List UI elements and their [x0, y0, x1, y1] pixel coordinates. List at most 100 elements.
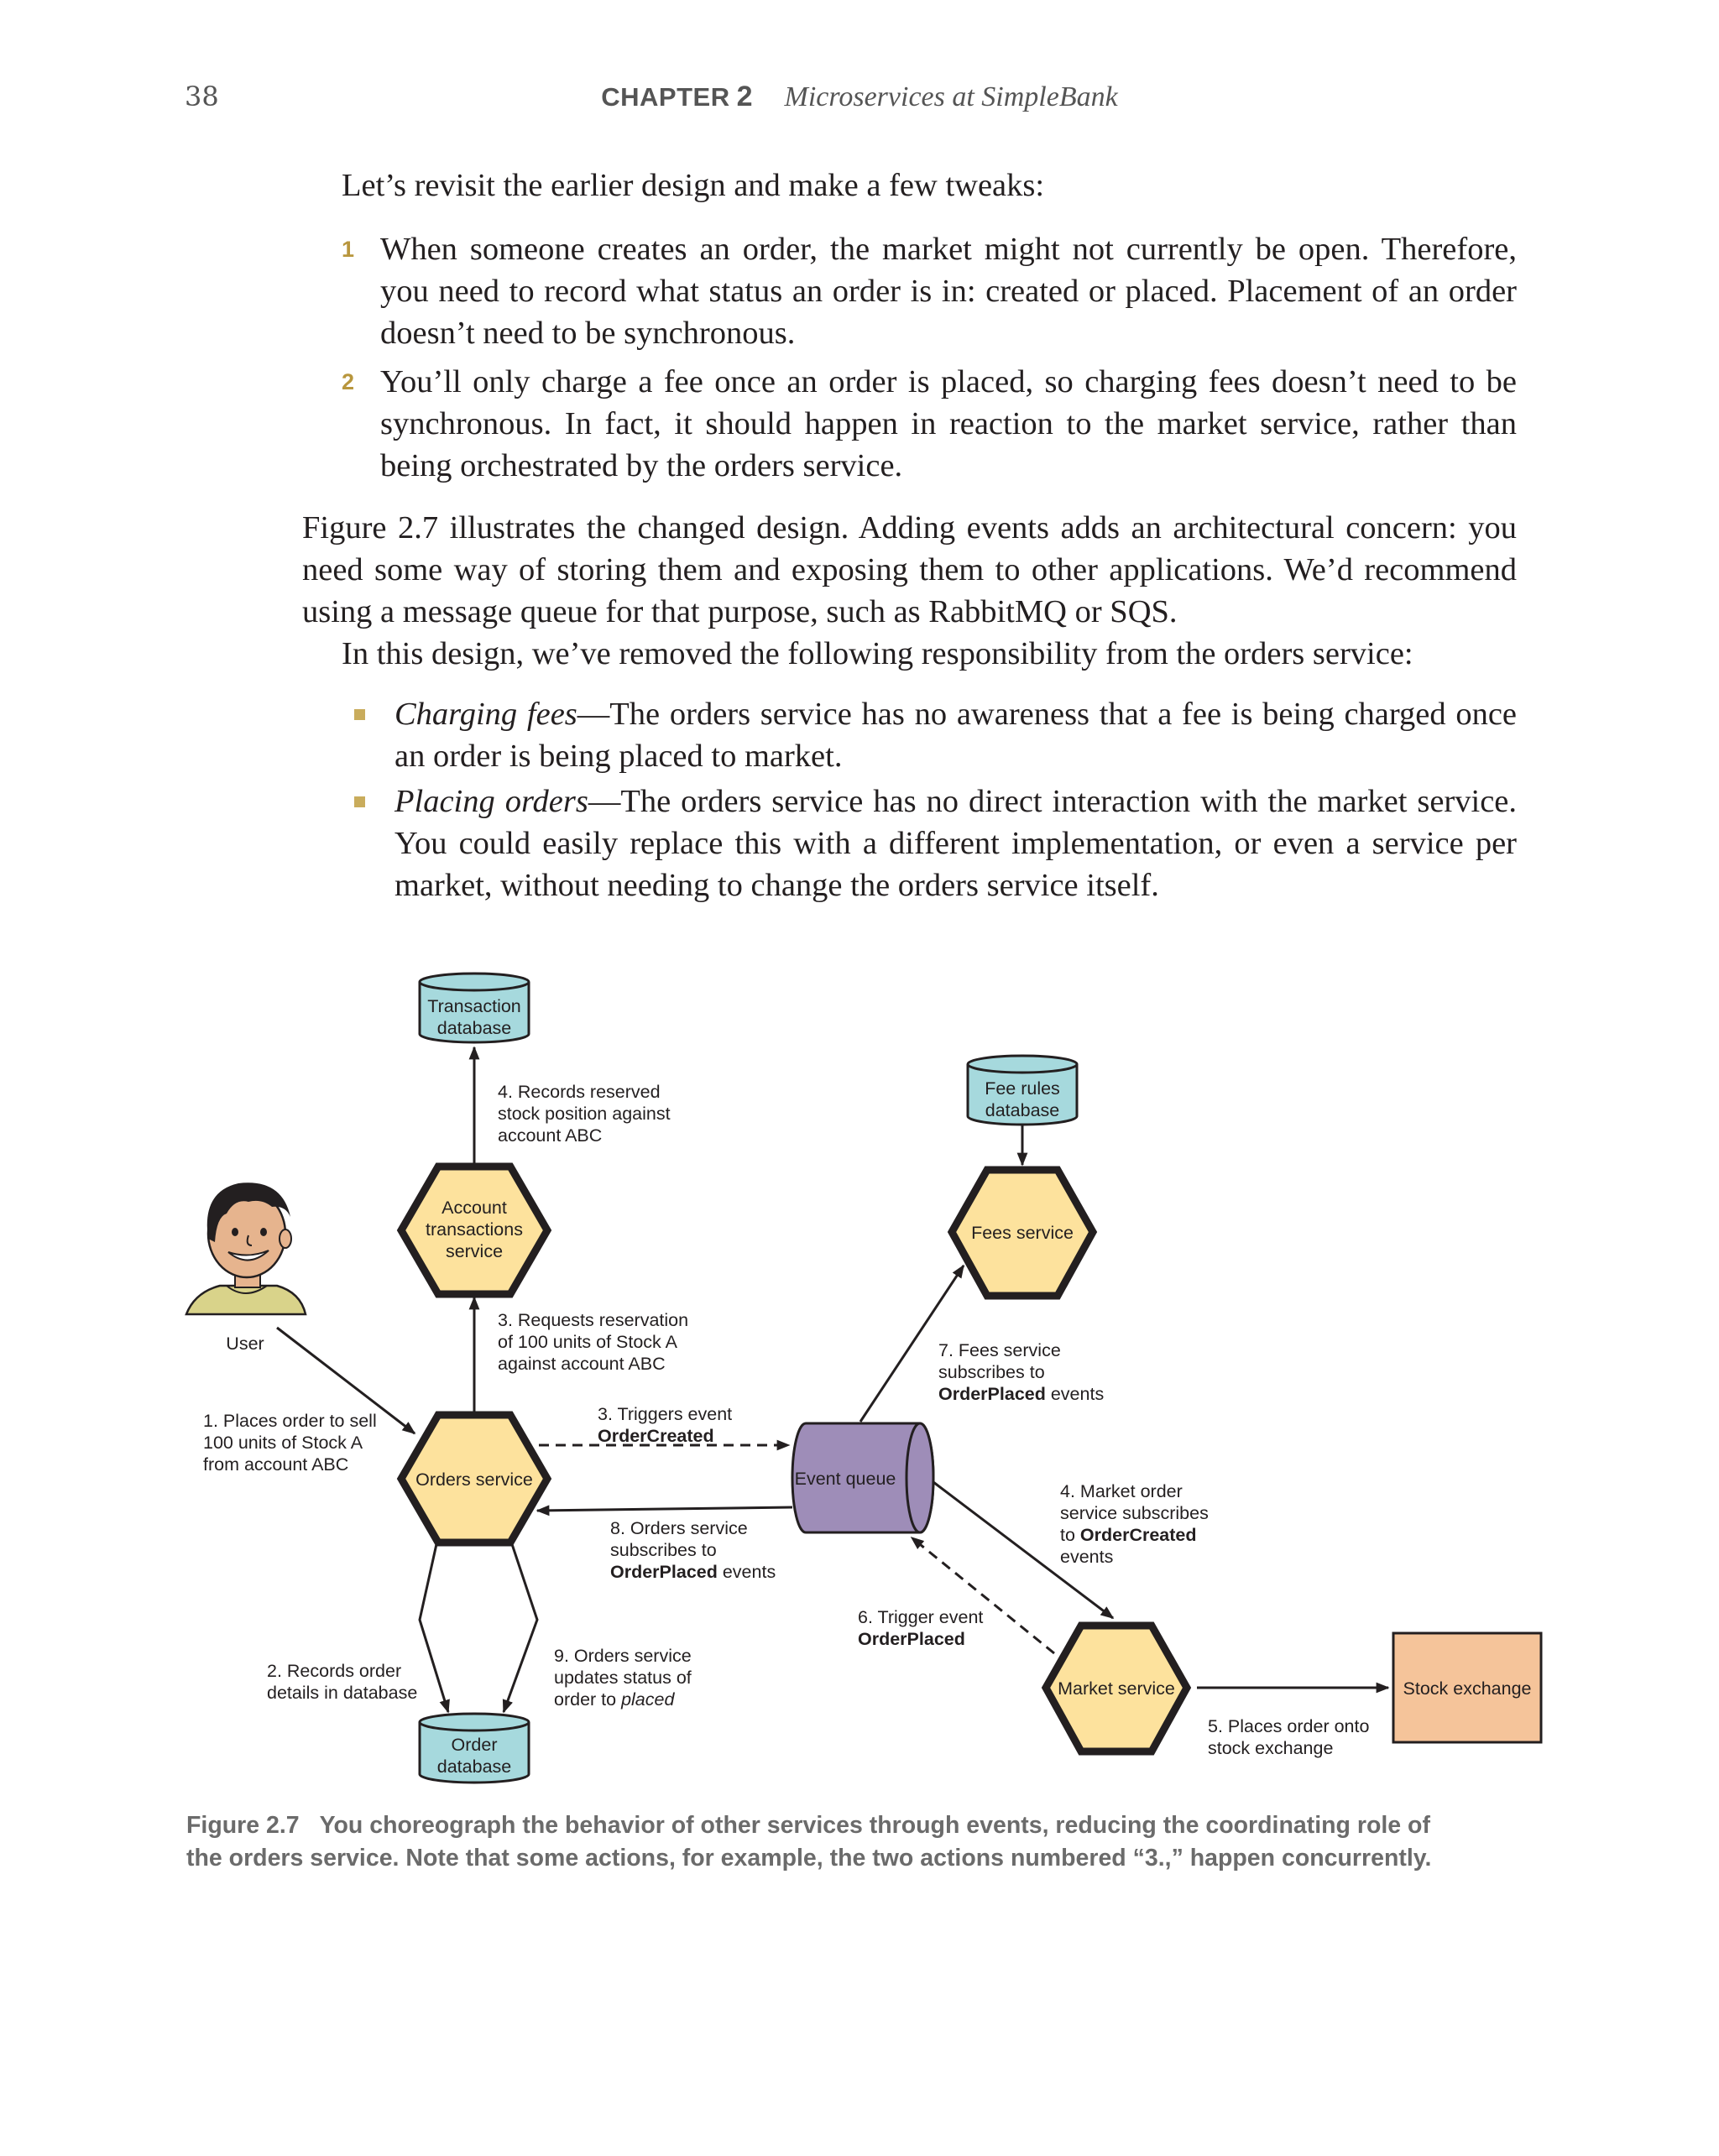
label-suffix: events [718, 1562, 776, 1582]
orders-service-label: Orders service [415, 1470, 533, 1490]
arrow-orders-to-order-db-right [502, 1543, 539, 1714]
step4-records-label: 4. Records reserved stock position again… [498, 1082, 671, 1146]
orders-service: Orders service [396, 1411, 552, 1547]
event-name: OrderPlaced [938, 1384, 1046, 1404]
bullet-square-icon [354, 796, 365, 807]
list-number: 1 [342, 237, 355, 262]
account-transactions-service: Account transactions service [396, 1162, 552, 1298]
label-line: account ABC [498, 1125, 602, 1146]
label-line: order to placed [554, 1689, 675, 1710]
bullet-text: The orders service has no awareness that… [394, 697, 1517, 774]
account-service-label-2: transactions [426, 1219, 523, 1240]
label-line: subscribes to [938, 1362, 1045, 1382]
bullet-text: The orders service has no direct interac… [394, 784, 1517, 903]
figure-reference-paragraph: Figure 2.7 illustrates the changed desig… [302, 510, 1517, 629]
fee-rules-db-label-1: Fee rules [985, 1078, 1060, 1099]
label-line: 1. Places order to sell [203, 1411, 377, 1431]
step8-orders-label: 8. Orders service subscribes to OrderPla… [610, 1518, 776, 1582]
bullet-square-icon [354, 709, 365, 720]
event-queue: Event queue [791, 1422, 935, 1534]
label-line: 2. Records order [267, 1661, 401, 1681]
running-header: Chapter 2 Microservices at SimpleBank [0, 81, 1719, 113]
market-service: Market service [1041, 1621, 1192, 1756]
label-line: OrderPlaced events [610, 1562, 776, 1582]
order-db-label-2: database [437, 1757, 511, 1777]
status-name: placed [620, 1689, 675, 1710]
order-db-label-1: Order [452, 1735, 498, 1755]
label-line: to OrderCreated [1060, 1525, 1197, 1545]
bullet-item: Charging fees—The orders service has no … [353, 693, 1517, 777]
chapter-number: 2 [736, 81, 753, 112]
fees-service: Fees service [947, 1166, 1098, 1300]
account-service-label-3: service [446, 1241, 503, 1261]
label-line: 3. Requests reservation [498, 1310, 688, 1330]
bullet-list: Charging fees—The orders service has no … [353, 693, 1517, 910]
numbered-list-item: 1 When someone creates an order, the mar… [342, 228, 1517, 354]
step3-requests-label: 3. Requests reservation of 100 units of … [498, 1310, 688, 1374]
label-line: 9. Orders service [554, 1646, 692, 1666]
fees-service-label: Fees service [971, 1223, 1074, 1243]
list-item-text: You’ll only charge a fee once an order i… [380, 364, 1517, 483]
numbered-list: 1 When someone creates an order, the mar… [342, 228, 1517, 493]
label-prefix: order to [554, 1689, 621, 1710]
event-name: OrderCreated [598, 1426, 714, 1446]
label-line: 3. Triggers event [598, 1404, 732, 1424]
label-line: stock position against [498, 1104, 671, 1124]
caption-text: You choreograph the behavior of other se… [186, 1812, 1432, 1871]
bullet-term: Charging fees [394, 697, 577, 732]
step6-trigger-label: 6. Trigger event OrderPlaced [858, 1607, 983, 1649]
transaction-db-label-2: database [437, 1018, 511, 1038]
arrow-queue-to-market [933, 1480, 1115, 1620]
order-database: Order database [418, 1712, 530, 1784]
user-label: User [226, 1334, 264, 1354]
label-line: stock exchange [1208, 1738, 1333, 1758]
intro-paragraph: Let’s revisit the earlier design and mak… [342, 168, 1045, 203]
event-name: OrderCreated [1080, 1525, 1197, 1545]
arrow-queue-to-orders [536, 1505, 793, 1517]
label-line: service subscribes [1060, 1503, 1209, 1523]
caption-figure-number: Figure 2.7 [186, 1812, 300, 1839]
list-number: 2 [342, 369, 355, 394]
event-name: OrderPlaced [858, 1629, 965, 1649]
label-line: details in database [267, 1683, 417, 1703]
event-name: OrderPlaced [610, 1562, 718, 1582]
transaction-db-label-1: Transaction [427, 996, 521, 1016]
arrow-orders-to-order-db-left [418, 1543, 450, 1714]
label-line: against account ABC [498, 1354, 666, 1374]
fee-rules-database: Fee rules database [966, 1054, 1079, 1126]
label-line: 4. Records reserved [498, 1082, 661, 1102]
transaction-database: Transaction database [418, 972, 530, 1044]
stock-exchange-label: Stock exchange [1403, 1678, 1532, 1699]
bullet-term: Placing orders [394, 784, 588, 819]
label-line: 5. Places order onto [1208, 1716, 1369, 1736]
event-queue-label: Event queue [795, 1469, 896, 1489]
chapter-label: Chapter [601, 82, 730, 112]
bullet-dash: — [577, 697, 610, 732]
label-line: 100 units of Stock A [203, 1433, 363, 1453]
arrow-queue-to-fees [859, 1264, 965, 1423]
label-line: OrderPlaced events [938, 1384, 1104, 1404]
chapter-title: Microservices at SimpleBank [784, 81, 1118, 112]
bullet-dash: — [588, 784, 621, 819]
page-number: 38 [185, 81, 219, 112]
step5-places-label: 5. Places order onto stock exchange [1208, 1716, 1369, 1758]
step1-places-label: 1. Places order to sell 100 units of Sto… [203, 1411, 377, 1475]
step2-records-label: 2. Records order details in database [267, 1661, 417, 1703]
step7-fees-label: 7. Fees service subscribes to OrderPlace… [938, 1340, 1104, 1404]
bullet-item: Placing orders—The orders service has no… [353, 780, 1517, 906]
label-line: of 100 units of Stock A [498, 1332, 678, 1352]
market-service-label: Market service [1058, 1678, 1175, 1699]
label-line: 6. Trigger event [858, 1607, 983, 1627]
arrow-user-to-orders [276, 1326, 416, 1435]
stock-exchange: Stock exchange [1392, 1631, 1543, 1744]
step9-orders-label: 9. Orders service updates status of orde… [554, 1646, 692, 1710]
step4-market-label: 4. Market order service subscribes to Or… [1060, 1481, 1209, 1567]
label-prefix: to [1060, 1525, 1080, 1545]
label-line: events [1060, 1547, 1113, 1567]
list-item-text: When someone creates an order, the marke… [380, 232, 1517, 351]
fee-rules-db-label-2: database [985, 1100, 1059, 1120]
label-line: 7. Fees service [938, 1340, 1061, 1360]
